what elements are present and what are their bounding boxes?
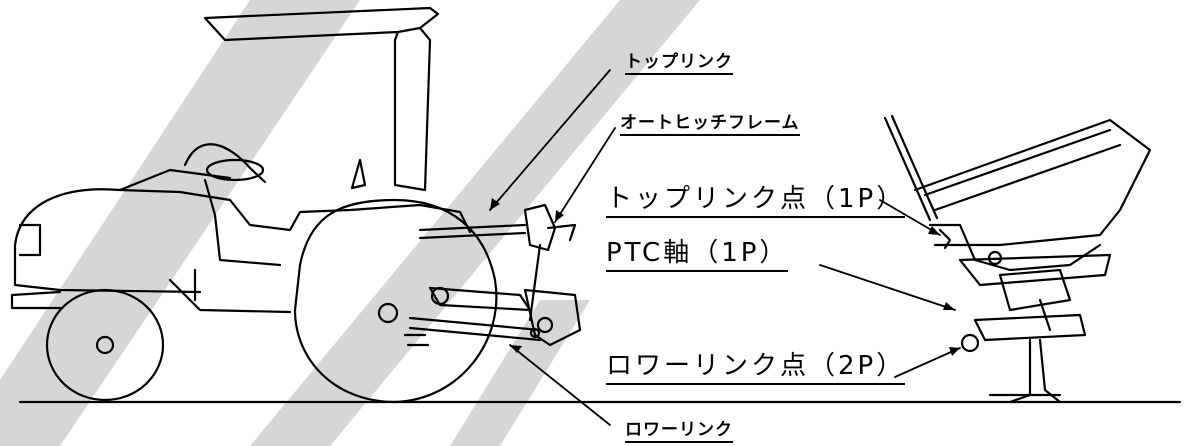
watermark bbox=[0, 0, 700, 446]
front-wheel bbox=[45, 288, 165, 402]
leader-top-link-point bbox=[879, 199, 941, 236]
label-pto-shaft: PTC軸（1P） bbox=[606, 232, 789, 272]
leader-top-link bbox=[489, 69, 611, 211]
leader-auto-hitch bbox=[554, 127, 616, 223]
three-point-hitch bbox=[408, 203, 582, 347]
leader-lower-link-point bbox=[894, 347, 961, 378]
rear-wheel bbox=[293, 198, 498, 404]
leader-pto-shaft bbox=[819, 264, 956, 311]
tractor-body bbox=[10, 143, 472, 314]
label-lower-link-point: ロワーリンク点（2P） bbox=[606, 345, 906, 385]
label-top-link-point: トップリンク点（1P） bbox=[606, 178, 906, 218]
label-top-link: トップリンク bbox=[625, 47, 733, 75]
spreader-implement bbox=[883, 114, 1152, 404]
leader-lines bbox=[489, 69, 961, 426]
label-lower-link: ロワーリンク bbox=[625, 415, 733, 443]
label-auto-hitch-frame: オートヒッチフレーム bbox=[620, 108, 800, 136]
tractor-canopy bbox=[203, 6, 440, 192]
arrow-heads bbox=[490, 198, 960, 356]
leader-lower-link bbox=[509, 344, 611, 426]
